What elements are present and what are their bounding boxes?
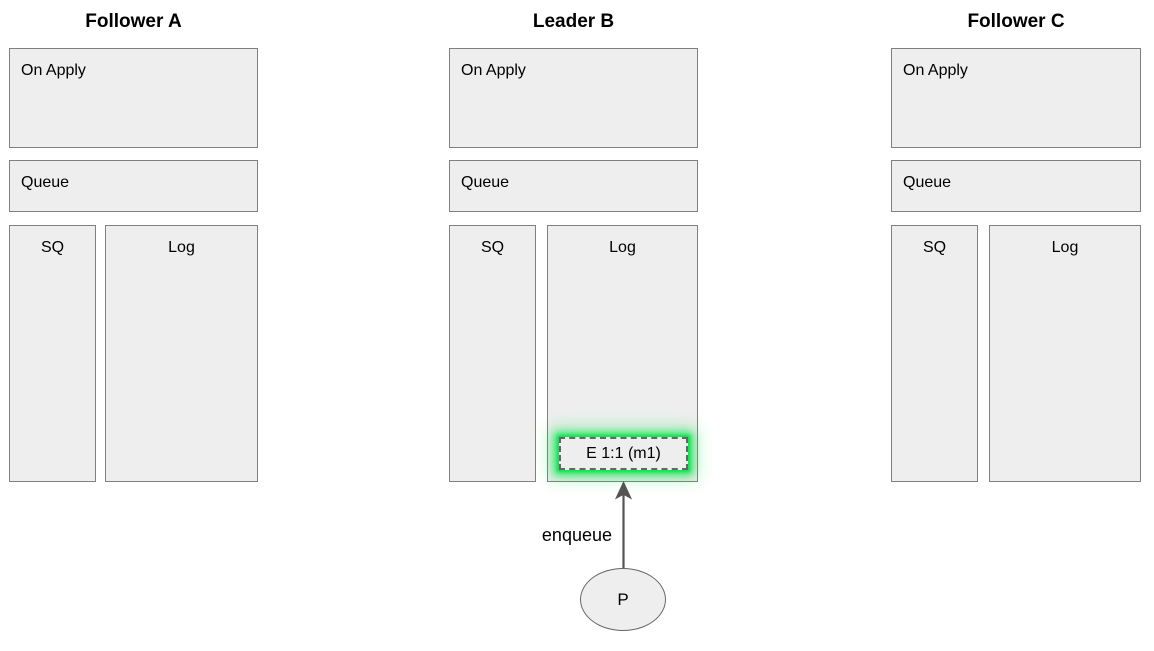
follower-a-queue-label: Queue [21,174,70,191]
follower-a-log-label: Log [168,239,195,256]
follower-c-log-label: Log [1051,239,1079,256]
enqueue-edge-label: enqueue [541,525,612,545]
follower-c-queue-box[interactable]: Queue [891,160,1141,212]
follower-c-sq-box[interactable]: SQ [891,225,978,482]
column-title-follower-c: Follower C [967,11,1065,32]
follower-a-log-box[interactable]: Log [105,225,258,482]
leader-b-queue-label: Queue [461,174,510,191]
follower-c-log-box[interactable]: Log [989,225,1141,482]
column-title-leader-b: Leader B [532,11,615,32]
follower-a-sq-box[interactable]: SQ [9,225,96,482]
follower-c-on-apply-label: On Apply [903,62,968,79]
leader-b-queue-box[interactable]: Queue [449,160,698,212]
follower-a-on-apply-label: On Apply [21,62,86,79]
follower-a-queue-box[interactable]: Queue [9,160,258,212]
leader-b-sq-label: SQ [480,239,505,256]
leader-b-log-entry-highlighted[interactable]: E 1:1 (m1) [559,437,688,470]
leader-b-on-apply-label: On Apply [461,62,526,79]
producer-node[interactable]: P [580,568,666,631]
follower-c-on-apply-box[interactable]: On Apply [891,48,1141,148]
column-title-follower-a: Follower A [85,11,182,32]
leader-b-sq-box[interactable]: SQ [449,225,536,482]
follower-a-sq-label: SQ [40,239,65,256]
follower-a-on-apply-box[interactable]: On Apply [9,48,258,148]
follower-c-queue-label: Queue [903,174,952,191]
follower-c-sq-label: SQ [922,239,947,256]
leader-b-log-label: Log [609,239,636,256]
leader-b-on-apply-box[interactable]: On Apply [449,48,698,148]
